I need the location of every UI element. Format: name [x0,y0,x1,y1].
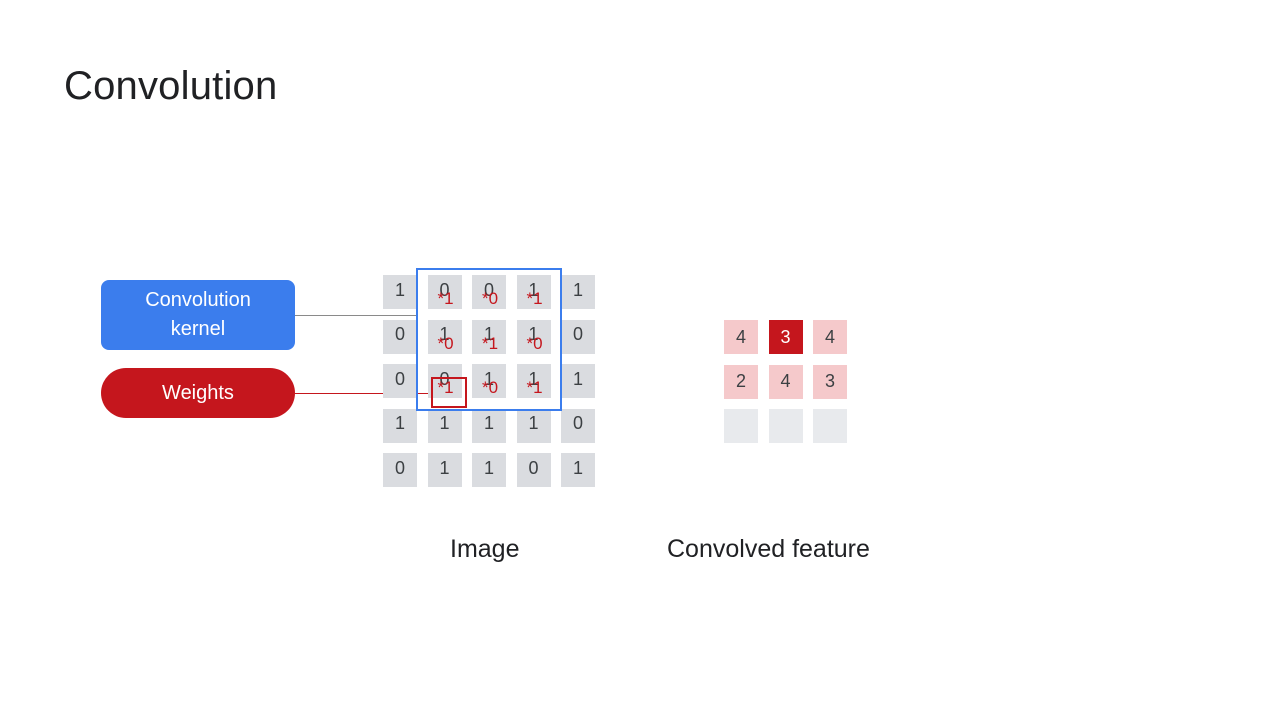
kernel-window [416,268,562,411]
image-cell: 1 [472,408,506,443]
feature-cell: 4 [813,320,847,354]
feature-cell: 3 [768,320,803,354]
image-cell-value: 0 [439,279,450,300]
convolution-kernel-label: Convolution kernel [101,280,295,350]
image-cell: 1 [561,364,595,398]
feature-cell: 4 [724,320,758,354]
image-cell-value: 0 [483,279,494,300]
image-cell-value: 0 [394,324,405,344]
image-cell: 0 [472,275,506,309]
feature-cell: 4 [768,364,803,399]
image-cell: 1 [472,364,506,398]
image-cell-value: 1 [439,324,450,344]
image-cell-value: 1 [572,368,583,389]
feature-cell-empty [768,409,803,443]
image-cell: 0 [383,453,417,487]
feature-cell-empty [813,409,847,443]
image-cell: 1 [472,453,506,487]
feature-cell: 3 [813,364,847,399]
image-cell: 1 [383,275,417,309]
image-cell-value: 0 [394,457,405,478]
image-cell: 1 [516,364,551,398]
image-cell: 0 [516,453,551,487]
image-cell-value: 0 [528,457,539,478]
image-cell: 1 [516,275,551,309]
image-cell-value: 1 [394,413,405,433]
image-cell-value: 1 [439,413,450,433]
image-cell: 0 [383,364,417,398]
image-cell: 0 [427,275,462,309]
weight-highlight [431,377,467,408]
weights-connector-line [295,393,431,394]
image-cell-value: 1 [528,413,539,433]
image-cell: 0 [561,319,595,354]
image-cell-value: 0 [394,368,405,389]
image-cell-value: 0 [572,413,583,433]
image-cell-value: 1 [394,279,405,300]
image-caption: Image [450,535,520,563]
image-cell: 1 [472,319,506,354]
image-cell: 1 [427,319,462,354]
image-cell: 1 [561,453,595,487]
feature-cell-empty [724,409,758,443]
kernel-connector-line [295,315,417,316]
image-cell: 1 [561,275,595,309]
image-cell: 0 [561,408,595,443]
image-cell: 1 [427,453,462,487]
weights-label: Weights [101,368,295,418]
slide-title: Convolution [64,64,278,108]
image-cell-value: 1 [483,413,494,433]
image-cell-value: 1 [483,457,494,478]
image-cell-value: 1 [528,368,539,389]
image-cell-value: 1 [528,279,539,300]
convolved-feature-caption: Convolved feature [667,535,870,563]
image-cell-value: 1 [572,279,583,300]
image-cell: 1 [427,408,462,443]
image-cell-value: 0 [572,324,583,344]
feature-cell: 2 [724,364,758,399]
image-cell: 0 [383,319,417,354]
image-cell-value: 1 [572,457,583,478]
image-cell: 1 [516,408,551,443]
image-cell-value: 1 [483,324,494,344]
image-cell-value: 1 [483,368,494,389]
image-cell: 1 [383,408,417,443]
image-cell-value: 1 [439,457,450,478]
image-cell: 1 [516,319,551,354]
image-cell-value: 1 [528,324,539,344]
